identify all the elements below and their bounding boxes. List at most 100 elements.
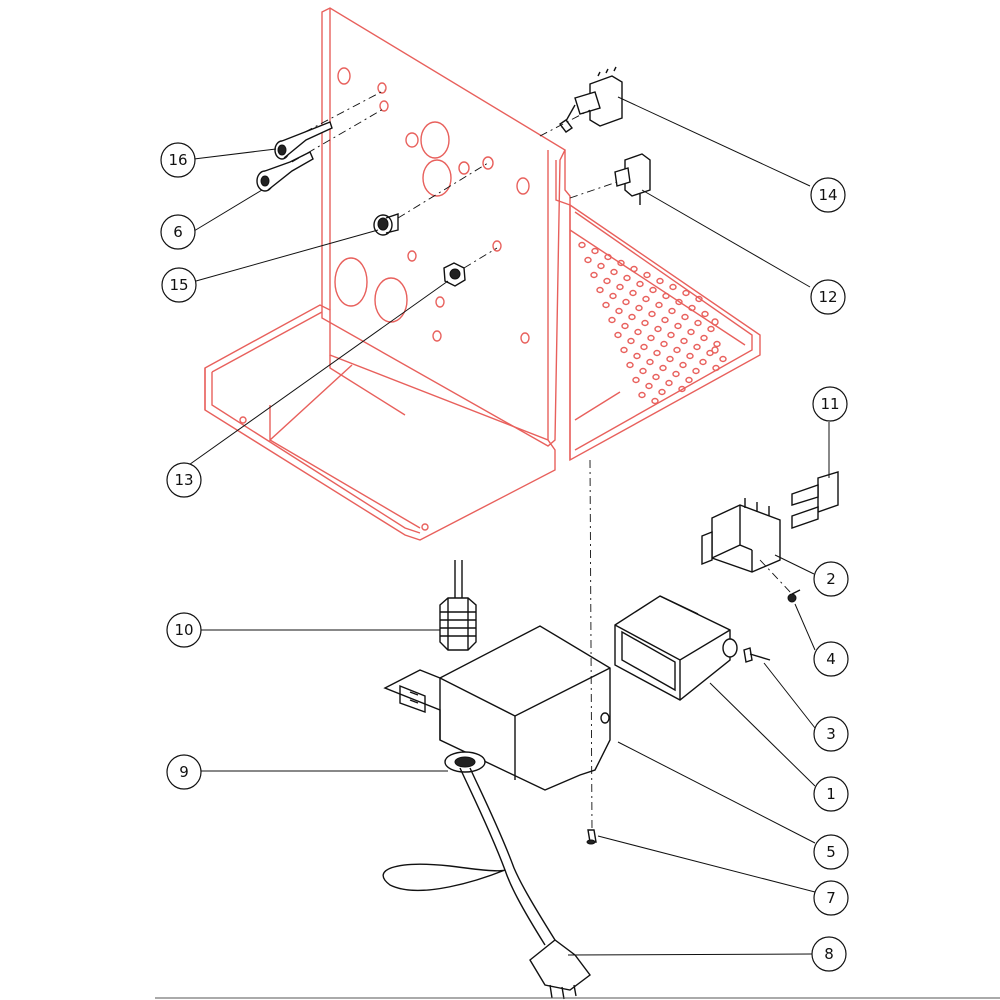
part-13-nut <box>443 262 466 287</box>
perforation-hole <box>603 277 611 285</box>
callout-4: 4 <box>813 641 849 677</box>
callout-6-label: 6 <box>173 223 183 241</box>
perforation-hole <box>609 292 617 300</box>
perforation-hole <box>633 352 641 360</box>
perforation-hole <box>651 397 659 405</box>
perforation-hole <box>672 370 680 378</box>
perforation-hole <box>674 322 682 330</box>
perforation-hole <box>640 343 648 351</box>
callout-16-label: 16 <box>168 151 187 169</box>
perforation-hole <box>638 391 646 399</box>
perforation-hole <box>701 310 709 318</box>
perforation-hole <box>590 271 598 279</box>
perforation-hole <box>706 349 714 357</box>
perforation-hole <box>641 319 649 327</box>
perforation-hole <box>649 286 657 294</box>
perforation-hole <box>608 316 616 324</box>
perforation-hole <box>617 259 625 267</box>
part-1-enclosure <box>614 595 738 701</box>
perforation-hole <box>629 289 637 297</box>
perforation-hole <box>667 331 675 339</box>
perforation-hole <box>628 313 636 321</box>
callout-9-label: 9 <box>179 763 189 781</box>
callout-12: 12 <box>810 279 846 315</box>
callout-3: 3 <box>813 716 849 752</box>
callout-10-label: 10 <box>174 621 193 639</box>
part-10-cable-gland <box>439 560 477 651</box>
tray-perforations <box>578 241 727 405</box>
perforation-hole <box>655 301 663 309</box>
part-4-screw <box>787 589 801 603</box>
perforation-hole <box>688 304 696 312</box>
perforation-hole <box>687 328 695 336</box>
callout-8: 8 <box>811 936 847 972</box>
callout-3-label: 3 <box>826 725 836 743</box>
perforation-hole <box>673 346 681 354</box>
part-16-fuse-holder <box>274 121 333 160</box>
callout-14-label: 14 <box>818 186 837 204</box>
callout-8-label: 8 <box>824 945 834 963</box>
callout-1-label: 1 <box>826 785 836 803</box>
callout-2-label: 2 <box>826 570 836 588</box>
perforation-hole <box>699 358 707 366</box>
perforation-hole <box>643 271 651 279</box>
callout-12-label: 12 <box>818 288 837 306</box>
perforation-hole <box>666 355 674 363</box>
perforation-hole <box>616 283 624 291</box>
callout-14: 14 <box>810 177 846 213</box>
control-panel-frame <box>204 7 761 541</box>
callout-5-label: 5 <box>826 843 836 861</box>
perforation-hole <box>681 313 689 321</box>
callout-13-label: 13 <box>174 471 193 489</box>
perforation-hole <box>678 385 686 393</box>
perforation-hole <box>669 283 677 291</box>
callout-9: 9 <box>166 754 202 790</box>
perforation-hole <box>653 349 661 357</box>
callout-15: 15 <box>161 267 197 303</box>
perforation-hole <box>654 325 662 333</box>
perforation-hole <box>584 256 592 264</box>
perforation-hole <box>662 292 670 300</box>
part-6-fuse-holder <box>256 151 314 192</box>
perforation-hole <box>719 355 727 363</box>
perforation-hole <box>636 280 644 288</box>
callout-2: 2 <box>813 561 849 597</box>
perforation-hole <box>627 337 635 345</box>
perforation-hole <box>614 331 622 339</box>
power-cord <box>382 767 556 946</box>
part-2-relay <box>701 498 781 573</box>
perforation-hole <box>647 334 655 342</box>
perforation-hole <box>695 295 703 303</box>
part-11-fuse <box>791 471 839 529</box>
part-8-plug <box>529 939 591 1000</box>
perforation-hole <box>596 286 604 294</box>
perforation-hole <box>602 301 610 309</box>
perforation-hole <box>682 289 690 297</box>
perforation-hole <box>615 307 623 315</box>
perforation-hole <box>685 376 693 384</box>
perforation-hole <box>578 241 586 249</box>
perforation-hole <box>635 304 643 312</box>
perforation-hole <box>623 274 631 282</box>
perforation-hole <box>626 361 634 369</box>
part-7-screw <box>586 829 597 845</box>
perforation-hole <box>700 334 708 342</box>
perforation-hole <box>712 364 720 372</box>
perforation-hole <box>693 343 701 351</box>
perforation-hole <box>639 367 647 375</box>
perforation-hole <box>591 247 599 255</box>
part-15-indicator-light <box>373 213 399 236</box>
perforation-hole <box>658 388 666 396</box>
perforation-hole <box>656 277 664 285</box>
callout-6: 6 <box>160 214 196 250</box>
perforation-hole <box>707 325 715 333</box>
perforation-hole <box>620 346 628 354</box>
callout-11: 11 <box>812 386 848 422</box>
perforation-hole <box>713 340 721 348</box>
part-12-toggle-switch <box>614 153 651 205</box>
callout-7: 7 <box>813 880 849 916</box>
perforation-hole <box>645 382 653 390</box>
perforation-hole <box>665 379 673 387</box>
callout-15-label: 15 <box>169 276 188 294</box>
